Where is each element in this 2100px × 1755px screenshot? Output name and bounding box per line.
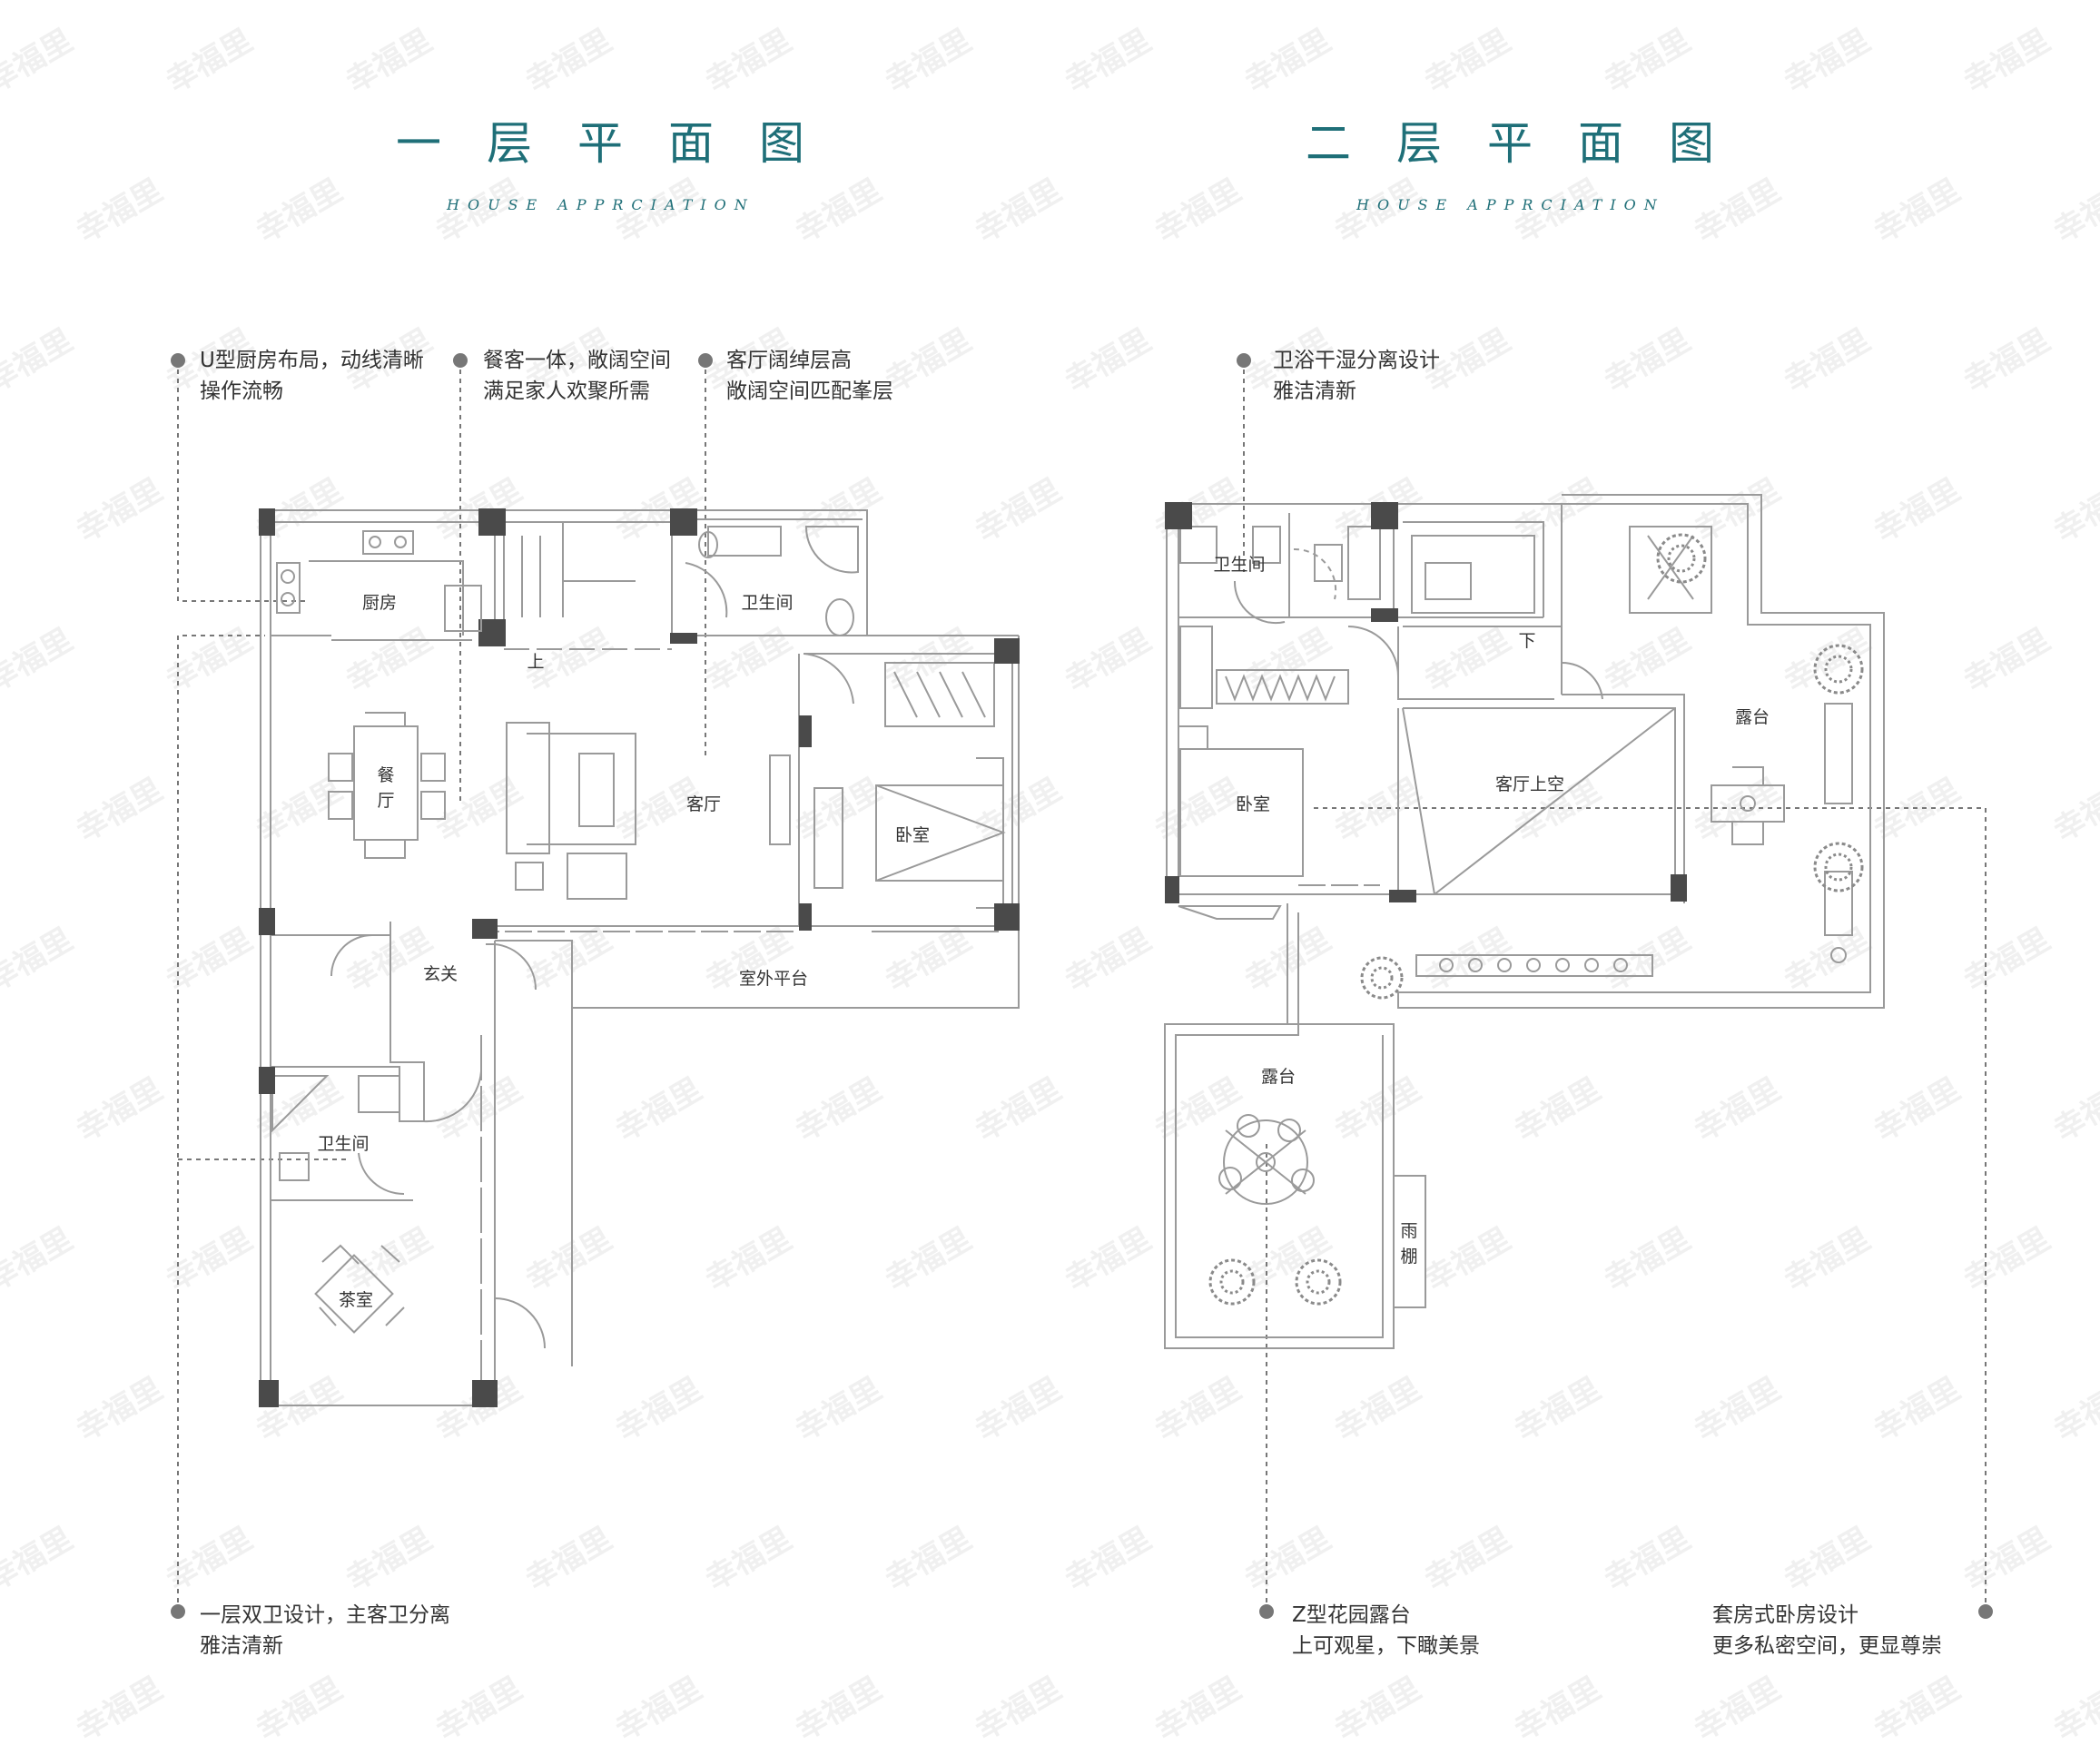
room-bath-f2: 卫生间 [1213, 555, 1265, 575]
room-kitchen: 厨房 [362, 593, 397, 613]
stair-up-label: 上 [527, 652, 544, 672]
note-suite: 套房式卧房设计 更多私密空间，更显尊崇 [1712, 1600, 1942, 1661]
canopy-label-1: 雨 [1400, 1221, 1417, 1241]
room-foyer: 玄关 [423, 964, 458, 984]
floor1-columns [259, 508, 1020, 1407]
callout-guides [177, 360, 1987, 1612]
note-suite-line2: 更多私密空间，更显尊崇 [1712, 1634, 1942, 1658]
room-bath-top: 卫生间 [741, 593, 793, 613]
floor1-subtitle: HOUSE APPRCIATION [447, 196, 755, 213]
note-kitchen-line1: U型厨房布局，动线清晰 [200, 349, 424, 372]
note-kitchen-line2: 操作流畅 [200, 380, 283, 403]
floor2-plants [1208, 533, 1864, 1306]
room-outdoor-platform: 室外平台 [739, 969, 808, 989]
room-bedroom-f2: 卧室 [1236, 794, 1270, 814]
room-bedroom-f1: 卧室 [895, 825, 930, 845]
floor2-plan [1164, 494, 1885, 1349]
stair-down-label: 下 [1518, 631, 1535, 651]
note-bath-f1-line1: 一层双卫设计，主客卫分离 [200, 1603, 450, 1627]
note-bath-f1-line2: 雅洁清新 [200, 1634, 283, 1658]
note-bath-f2-line2: 雅洁清新 [1273, 380, 1356, 403]
note-dining: 餐客一体，敞阔空间 满足家人欢聚所需 [483, 345, 671, 407]
floor1-fixtures [276, 530, 854, 636]
room-living-void: 客厅上空 [1495, 774, 1564, 794]
room-terrace-right: 露台 [1735, 707, 1770, 727]
note-bath-f2-line1: 卫浴干湿分离设计 [1273, 349, 1440, 372]
note-garden-line1: Z型花园露台 [1292, 1603, 1411, 1627]
callout-dots [171, 353, 1993, 1619]
note-living-line1: 客厅阔绰层高 [726, 349, 852, 372]
floor1-plan [260, 509, 1020, 1406]
floor1-title: 一层平面图 [396, 117, 850, 170]
canopy-label-2: 棚 [1400, 1247, 1417, 1267]
room-tea: 茶室 [339, 1290, 373, 1310]
note-dining-line2: 满足家人欢聚所需 [483, 380, 650, 403]
note-garden-line2: 上可观星，下瞰美景 [1292, 1634, 1480, 1658]
note-kitchen: U型厨房布局，动线清晰 操作流畅 [200, 345, 424, 407]
note-living: 客厅阔绰层高 敞阔空间匹配峯层 [726, 345, 893, 407]
floor2-title: 二层平面图 [1306, 117, 1760, 170]
room-dining-2: 厅 [377, 791, 394, 811]
room-bath-bottom: 卫生间 [317, 1134, 369, 1154]
note-living-line2: 敞阔空间匹配峯层 [726, 380, 893, 403]
room-living: 客厅 [686, 794, 721, 814]
note-garden: Z型花园露台 上可观星，下瞰美景 [1292, 1600, 1480, 1661]
note-dining-line1: 餐客一体，敞阔空间 [483, 349, 671, 372]
floor2-columns [1165, 502, 1687, 903]
note-suite-line1: 套房式卧房设计 [1712, 1603, 1858, 1627]
floor2-subtitle: HOUSE APPRCIATION [1356, 196, 1665, 213]
note-bath-f1: 一层双卫设计，主客卫分离 雅洁清新 [200, 1600, 450, 1661]
room-dining-1: 餐 [377, 765, 394, 785]
room-terrace-left: 露台 [1261, 1067, 1296, 1087]
floor2-planters [1439, 795, 1847, 972]
note-bath-f2: 卫浴干湿分离设计 雅洁清新 [1273, 345, 1440, 407]
